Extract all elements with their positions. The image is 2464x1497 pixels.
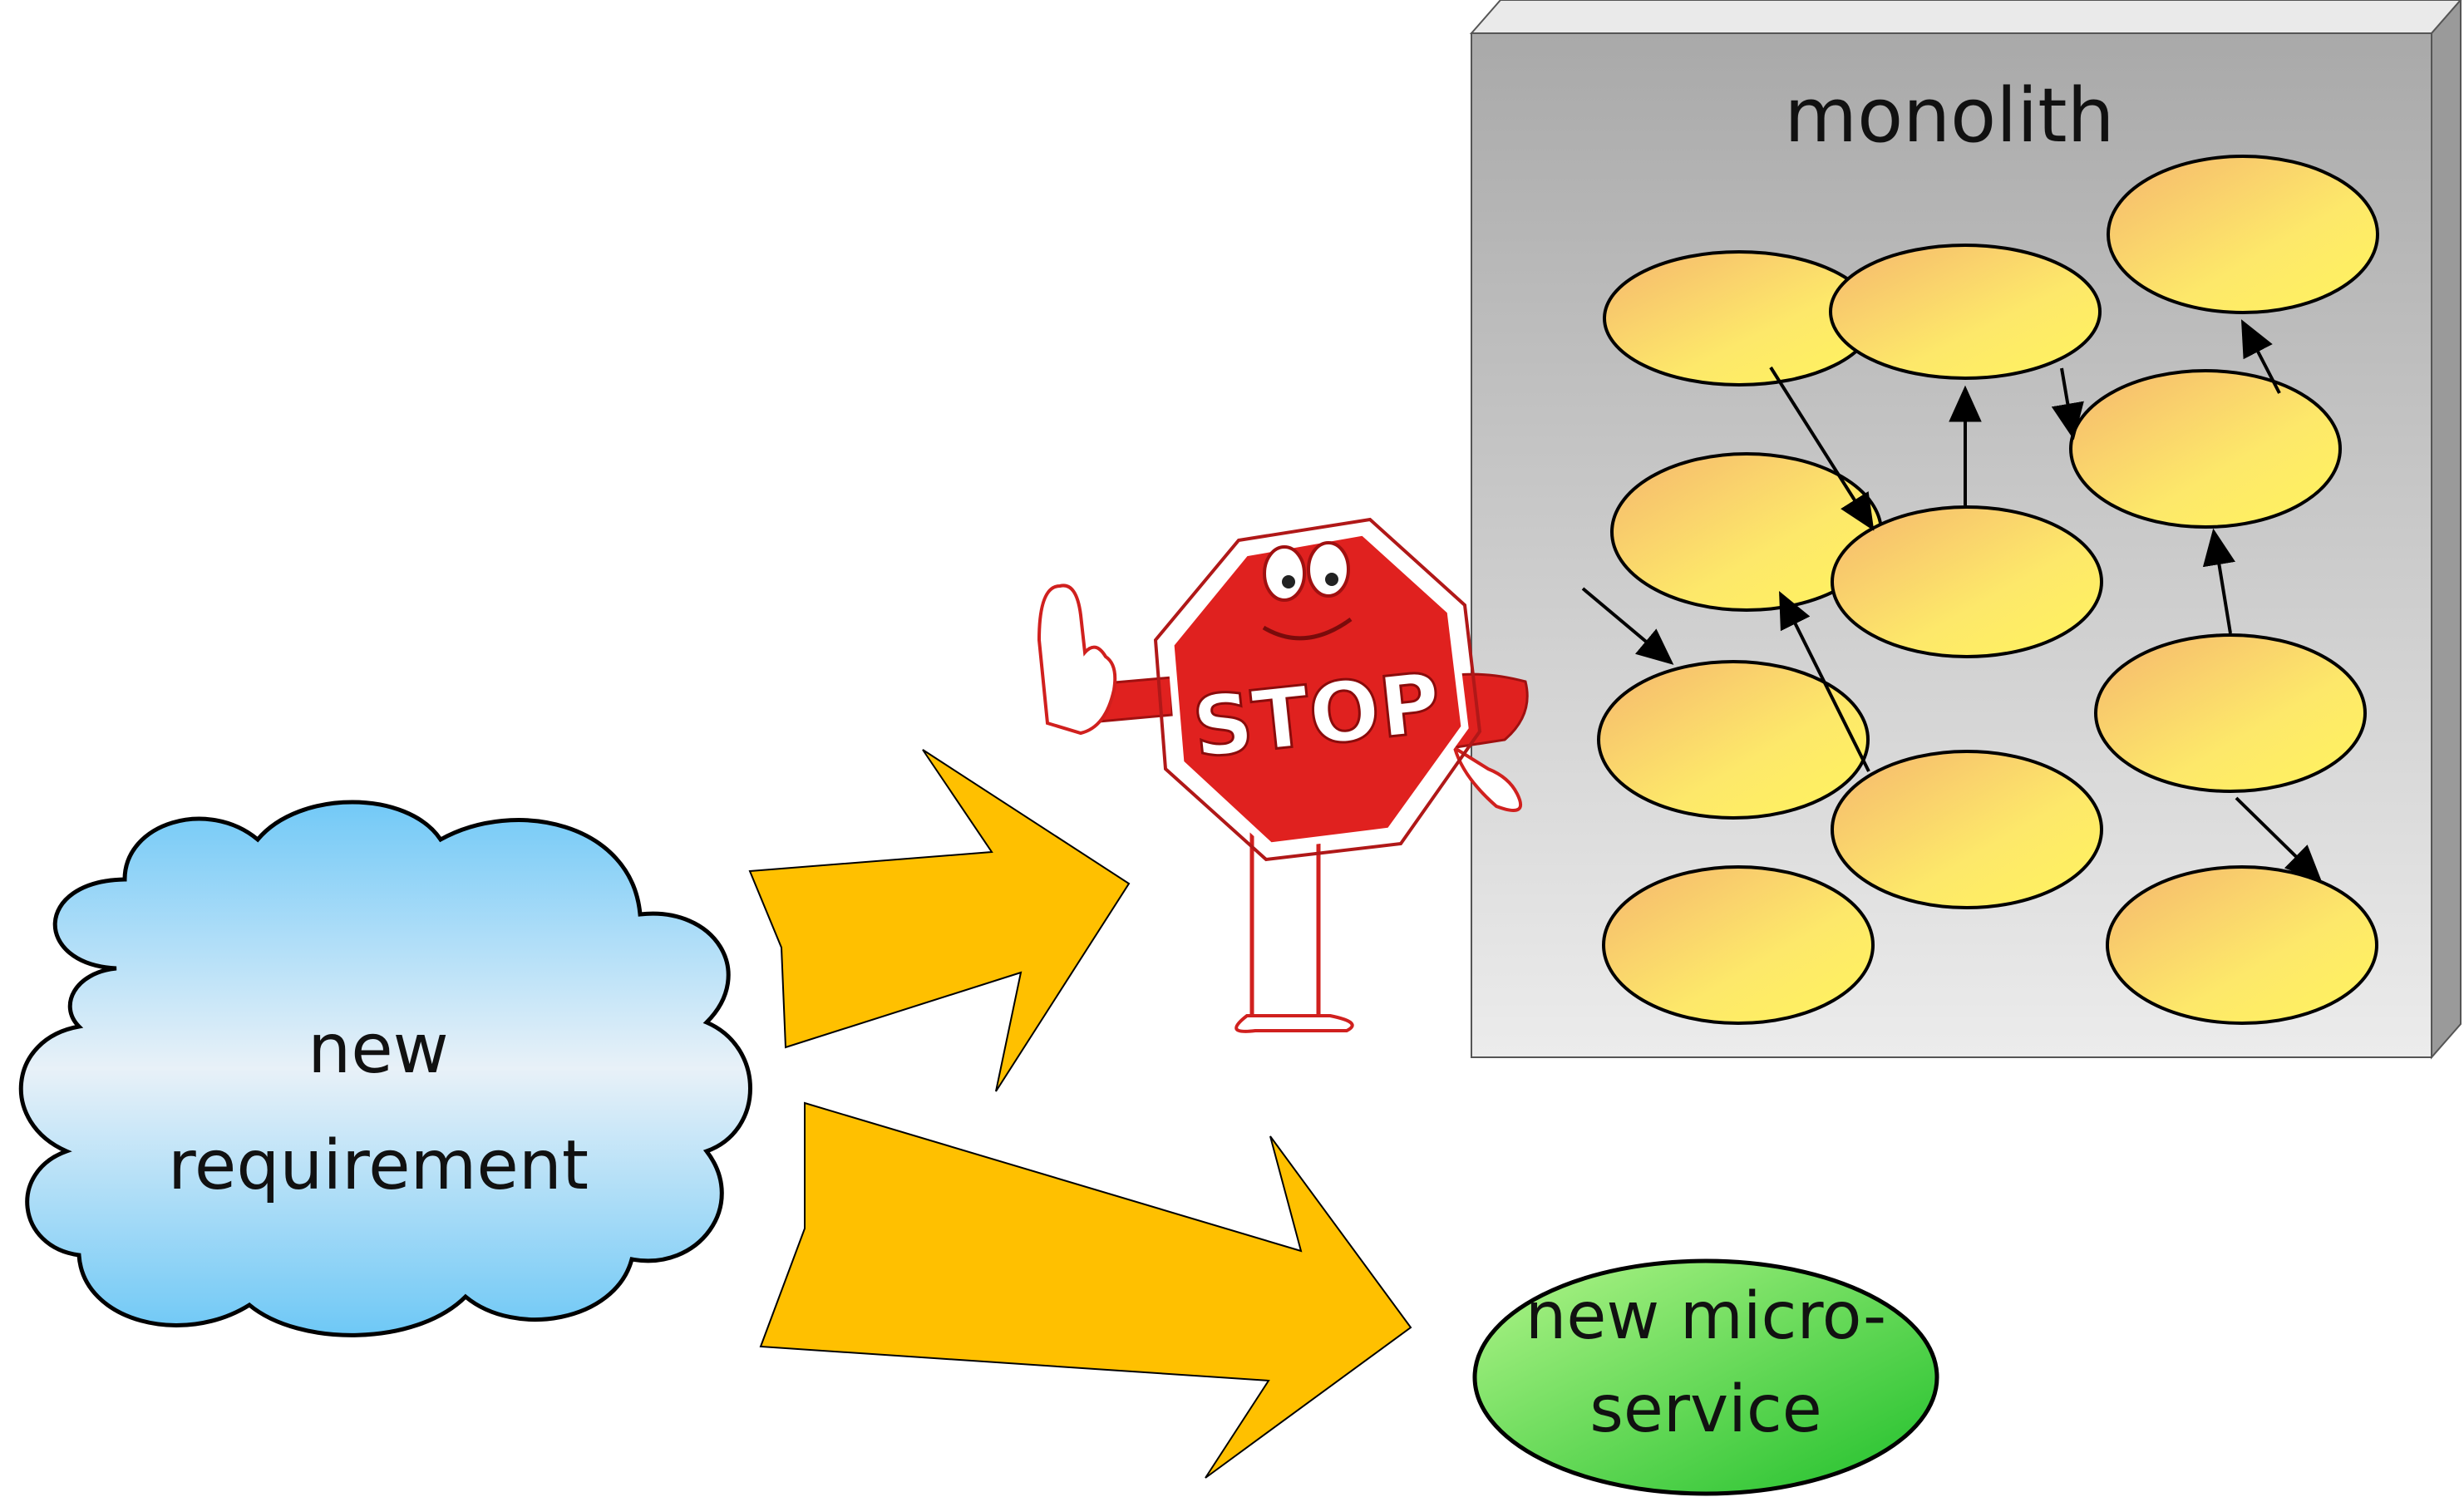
dependency-arrow: [2235, 796, 2323, 883]
dependency-arrows: [1581, 319, 2323, 883]
stop-sign-eyes: [1263, 541, 1350, 602]
component-node: [1597, 660, 1870, 820]
dependency-arrow: [2202, 528, 2235, 634]
component-node: [2107, 155, 2379, 314]
component-node: [1831, 750, 2103, 909]
monolith-top-face: [1469, 0, 2462, 34]
monolith-title: monolith: [1784, 72, 2114, 160]
monolith-side-face: [2431, 0, 2462, 1060]
arrow-to-monolith: [748, 749, 1131, 1092]
monolith-block: monolith: [1469, 0, 2462, 1060]
dependency-arrow: [1769, 366, 1875, 531]
monolith-components: [1597, 155, 2379, 1025]
component-node: [2106, 865, 2378, 1025]
stop-sign-octagon-outline: [1153, 517, 1482, 862]
stop-sign-octagon: [1166, 528, 1469, 850]
dependency-arrow: [1581, 587, 1674, 665]
component-node: [1831, 505, 2103, 658]
cloud-shape: [18, 800, 752, 1337]
new-microservice: new micro- service: [1472, 1258, 1939, 1496]
stop-sign-right-hand: [1451, 744, 1523, 812]
component-node: [2094, 633, 2367, 793]
stop-sign-character: STOP: [1037, 517, 1529, 1033]
cloud-text-line2: requirement: [168, 1126, 589, 1205]
requirement-cloud: new requirement: [18, 800, 752, 1337]
cloud-text-line1: new: [308, 1010, 449, 1089]
flow-arrows: [748, 749, 1412, 1479]
stop-sign-post: [1249, 820, 1321, 1021]
component-node: [1829, 244, 2102, 380]
component-node: [1602, 865, 1875, 1025]
dependency-arrow: [2240, 319, 2281, 394]
stop-sign-left-hand: [1037, 584, 1117, 736]
dependency-arrow: [1779, 591, 1870, 772]
microservice-text-line1: new micro-: [1525, 1279, 1886, 1354]
dependency-arrow: [2051, 367, 2084, 441]
arrow-to-microservice: [759, 1101, 1412, 1479]
microservice-text-line2: service: [1589, 1372, 1821, 1447]
stop-sign-smile: [1262, 617, 1353, 641]
microservice-shape: [1472, 1258, 1939, 1496]
component-node: [2069, 369, 2342, 529]
stop-sign-feet: [1234, 1014, 1354, 1033]
